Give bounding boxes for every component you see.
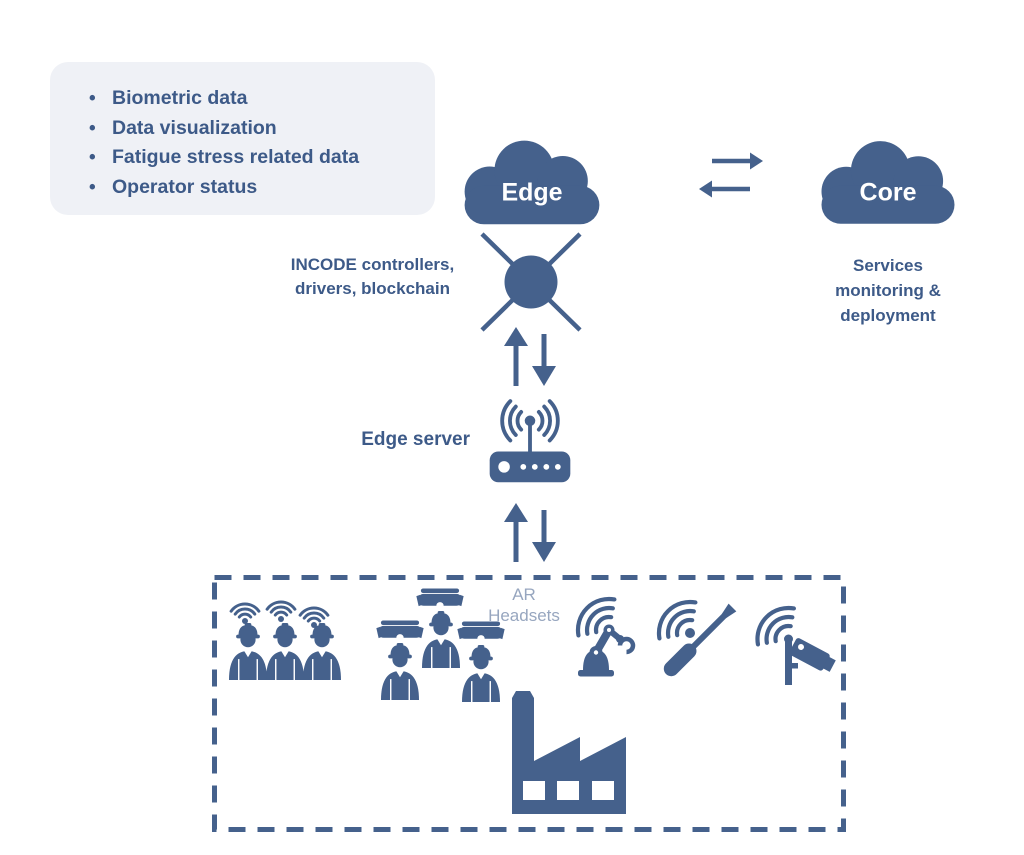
edge-cloud-label: Edge bbox=[501, 178, 563, 207]
edge-caption: INCODE controllers, drivers, blockchain bbox=[265, 253, 480, 301]
edge-caption-line2: drivers, blockchain bbox=[295, 279, 450, 298]
core-caption-line3: deployment bbox=[840, 306, 936, 325]
edge-server-label: Edge server bbox=[361, 429, 470, 450]
list-item: Fatigue stress related data bbox=[89, 143, 435, 173]
exchange-arrows-icon bbox=[699, 152, 763, 198]
ar-goggles-icon bbox=[376, 620, 424, 642]
edge-caption-line1: INCODE controllers, bbox=[290, 255, 455, 274]
worker-icon bbox=[381, 643, 419, 700]
factory-icon bbox=[512, 691, 626, 814]
wifi-signal-icon bbox=[229, 602, 261, 624]
core-cloud-label: Core bbox=[859, 178, 917, 207]
wifi-signal-icon bbox=[298, 606, 330, 628]
robot-arm-icon bbox=[556, 589, 636, 677]
up-down-arrows-icon bbox=[504, 503, 556, 562]
factory-zone-border bbox=[212, 575, 846, 832]
ar-goggles-icon bbox=[416, 588, 464, 610]
list-item: Operator status bbox=[89, 173, 435, 203]
worker-icon bbox=[462, 645, 500, 702]
edge-cloud: Edge bbox=[455, 135, 609, 227]
data-types-list: Biometric data Data visualization Fatigu… bbox=[50, 62, 435, 202]
up-down-arrows-icon bbox=[504, 327, 556, 386]
core-caption-line1: Services bbox=[853, 256, 923, 275]
data-types-panel: Biometric data Data visualization Fatigu… bbox=[50, 62, 435, 215]
core-caption: Services monitoring & deployment bbox=[808, 253, 968, 328]
network-node-icon bbox=[480, 232, 582, 332]
core-caption-line2: monitoring & bbox=[835, 281, 941, 300]
ar-headsets-label: AR Headsets bbox=[488, 585, 560, 625]
core-cloud: Core bbox=[812, 136, 964, 226]
wifi-router-icon bbox=[489, 399, 571, 483]
list-item: Biometric data bbox=[89, 84, 435, 114]
screwdriver-icon bbox=[650, 592, 737, 677]
worker-icon bbox=[303, 623, 341, 680]
wifi-signal-icon bbox=[265, 600, 297, 622]
camera-icon bbox=[735, 595, 836, 685]
list-item: Data visualization bbox=[89, 114, 435, 144]
